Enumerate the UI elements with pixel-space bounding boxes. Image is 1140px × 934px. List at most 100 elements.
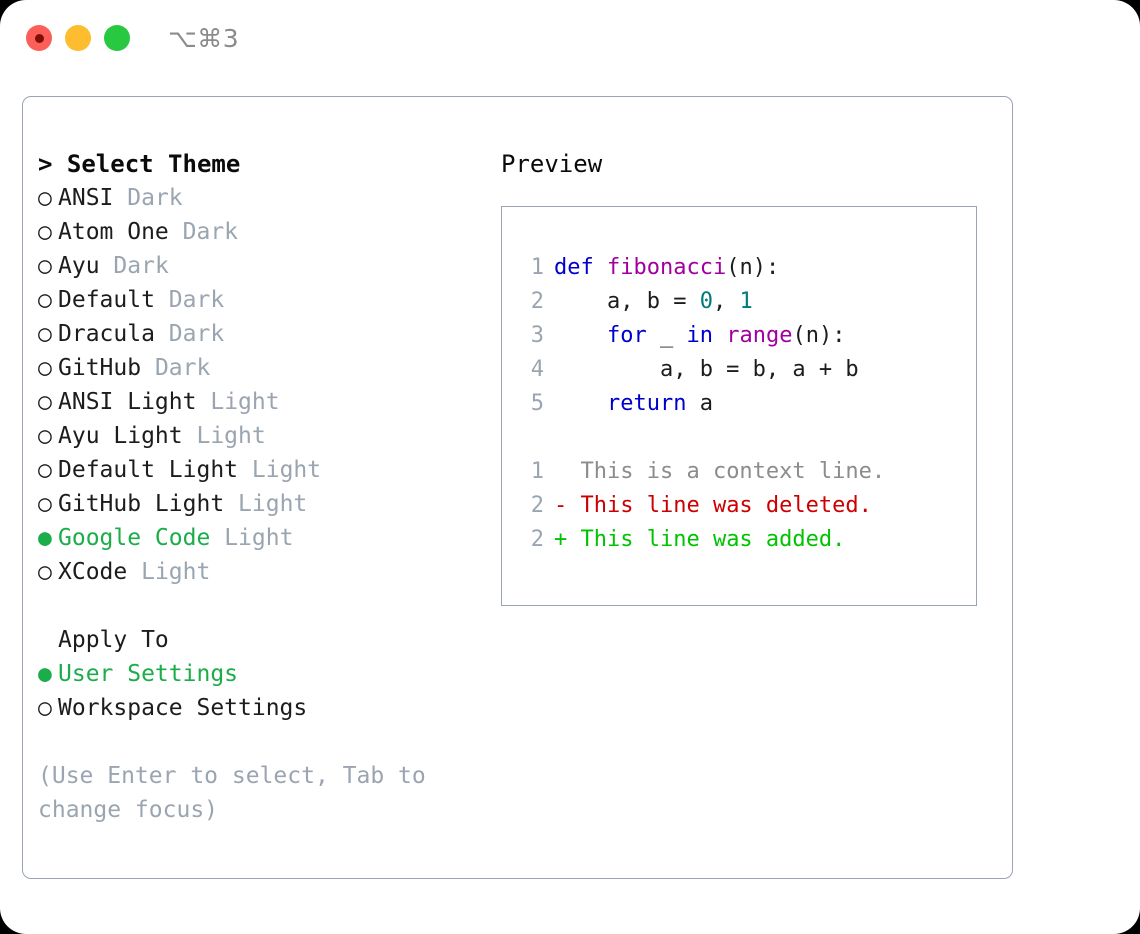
diff-text: This line was deleted. bbox=[567, 493, 872, 518]
code-token-kw: return bbox=[606, 391, 687, 416]
radio-unselected-icon: ○ bbox=[38, 219, 52, 245]
code-token-num: 0 bbox=[699, 289, 713, 314]
theme-option-github[interactable]: ○GitHub Dark bbox=[38, 351, 488, 385]
spacer bbox=[169, 219, 183, 245]
theme-option-ayu-light[interactable]: ○Ayu Light Light bbox=[38, 419, 488, 453]
theme-option-name: Ayu bbox=[58, 253, 100, 279]
diff-text: This line was added. bbox=[567, 527, 846, 552]
theme-option-kind: Dark bbox=[127, 185, 183, 211]
theme-option-atom-one[interactable]: ○Atom One Dark bbox=[38, 215, 488, 249]
apply-to-option-list: ●User Settings○Workspace Settings bbox=[38, 657, 488, 725]
code-token-txt: (n): bbox=[792, 323, 846, 348]
theme-option-ansi-light[interactable]: ○ANSI Light Light bbox=[38, 385, 488, 419]
apply-to-option-name: Workspace Settings bbox=[58, 695, 308, 721]
title-bar: ⌥⌘3 bbox=[0, 0, 1140, 78]
line-number: 2 bbox=[530, 289, 544, 314]
minimize-button[interactable] bbox=[65, 25, 91, 51]
theme-option-default-light[interactable]: ○Default Light Light bbox=[38, 453, 488, 487]
theme-option-kind: Dark bbox=[182, 219, 239, 245]
code-token-txt bbox=[554, 323, 607, 348]
radio-unselected-icon: ○ bbox=[38, 389, 52, 415]
theme-option-default[interactable]: ○Default Dark bbox=[38, 283, 488, 317]
code-token-fn: range bbox=[726, 323, 793, 348]
spacer bbox=[113, 185, 127, 211]
preview-label: Preview bbox=[501, 150, 603, 178]
line-number: 1 bbox=[530, 459, 544, 484]
code-token-kw: for bbox=[606, 323, 647, 348]
theme-option-dracula[interactable]: ○Dracula Dark bbox=[38, 317, 488, 351]
code-line: 4 a, b = b, a + b bbox=[522, 353, 976, 387]
code-line: 2 a, b = 0, 1 bbox=[522, 285, 976, 319]
diff-sample: 1 This is a context line.2- This line wa… bbox=[522, 455, 976, 557]
theme-option-name: ANSI Light bbox=[58, 389, 197, 415]
diff-line-del: 2- This line was deleted. bbox=[522, 489, 976, 523]
theme-option-xcode[interactable]: ○XCode Light bbox=[38, 555, 488, 589]
diff-marker: + bbox=[554, 527, 568, 552]
theme-option-kind: Dark bbox=[154, 355, 211, 381]
theme-option-ansi[interactable]: ○ANSI Dark bbox=[38, 181, 488, 215]
spacer bbox=[224, 491, 238, 517]
diff-line-ctx: 1 This is a context line. bbox=[522, 455, 976, 489]
code-token-kw: def bbox=[554, 255, 607, 280]
theme-option-name: GitHub Light bbox=[58, 491, 225, 517]
spacer bbox=[127, 559, 141, 585]
theme-option-list: ○ANSI Dark○Atom One Dark○Ayu Dark○Defaul… bbox=[38, 181, 488, 589]
code-token-txt: , bbox=[712, 289, 740, 314]
line-number: 2 bbox=[530, 527, 544, 552]
theme-option-name: Default bbox=[58, 287, 155, 313]
radio-selected-icon: ● bbox=[38, 661, 52, 687]
spacer bbox=[155, 321, 169, 347]
radio-unselected-icon: ○ bbox=[38, 423, 52, 449]
diff-line-add: 2 + This line was added. bbox=[522, 523, 976, 557]
theme-option-kind: Light bbox=[141, 559, 211, 585]
theme-option-kind: Light bbox=[224, 525, 294, 551]
theme-option-name: Dracula bbox=[58, 321, 155, 347]
theme-option-name: Google Code bbox=[58, 525, 211, 551]
code-token-fn: fibonacci bbox=[606, 255, 727, 280]
apply-to-option-name: User Settings bbox=[58, 661, 239, 687]
radio-unselected-icon: ○ bbox=[38, 491, 52, 517]
main-panel: > Select Theme ○ANSI Dark○Atom One Dark○… bbox=[22, 96, 1013, 879]
theme-option-name: GitHub bbox=[58, 355, 142, 381]
theme-option-kind: Dark bbox=[168, 287, 225, 313]
radio-unselected-icon: ○ bbox=[38, 185, 52, 211]
spacer bbox=[210, 525, 224, 551]
code-token-txt: _ bbox=[646, 323, 687, 348]
line-number: 2 bbox=[530, 493, 544, 518]
code-diff-spacer bbox=[522, 421, 976, 455]
radio-unselected-icon: ○ bbox=[38, 355, 52, 381]
code-token-num: 1 bbox=[739, 289, 753, 314]
theme-option-google-code[interactable]: ●Google Code Light bbox=[38, 521, 488, 555]
spacer bbox=[155, 287, 169, 313]
section-spacer bbox=[38, 589, 488, 623]
radio-unselected-icon: ○ bbox=[38, 321, 52, 347]
radio-selected-icon: ● bbox=[38, 525, 52, 551]
theme-option-github-light[interactable]: ○GitHub Light Light bbox=[38, 487, 488, 521]
diff-marker: - bbox=[554, 493, 568, 518]
select-theme-header: > Select Theme bbox=[38, 150, 241, 178]
radio-unselected-icon: ○ bbox=[38, 559, 52, 585]
theme-option-name: XCode bbox=[58, 559, 128, 585]
line-number: 1 bbox=[530, 255, 544, 280]
maximize-button[interactable] bbox=[104, 25, 130, 51]
apply-to-option-user-settings[interactable]: ●User Settings bbox=[38, 657, 488, 691]
theme-option-kind: Light bbox=[251, 457, 322, 483]
diff-marker bbox=[554, 459, 567, 484]
code-line: 5 return a bbox=[522, 387, 976, 421]
theme-option-ayu[interactable]: ○Ayu Dark bbox=[38, 249, 488, 283]
close-button[interactable] bbox=[26, 25, 52, 51]
line-number: 3 bbox=[530, 323, 544, 348]
apply-to-option-workspace-settings[interactable]: ○Workspace Settings bbox=[38, 691, 488, 725]
code-line: 1 def fibonacci(n): bbox=[522, 251, 976, 285]
radio-unselected-icon: ○ bbox=[38, 253, 52, 279]
code-line: 3 for _ in range(n): bbox=[522, 319, 976, 353]
theme-option-kind: Dark bbox=[113, 253, 169, 279]
spacer bbox=[196, 389, 210, 415]
code-token-txt bbox=[554, 391, 607, 416]
code-token-txt: (n): bbox=[726, 255, 780, 280]
theme-option-kind: Dark bbox=[168, 321, 225, 347]
